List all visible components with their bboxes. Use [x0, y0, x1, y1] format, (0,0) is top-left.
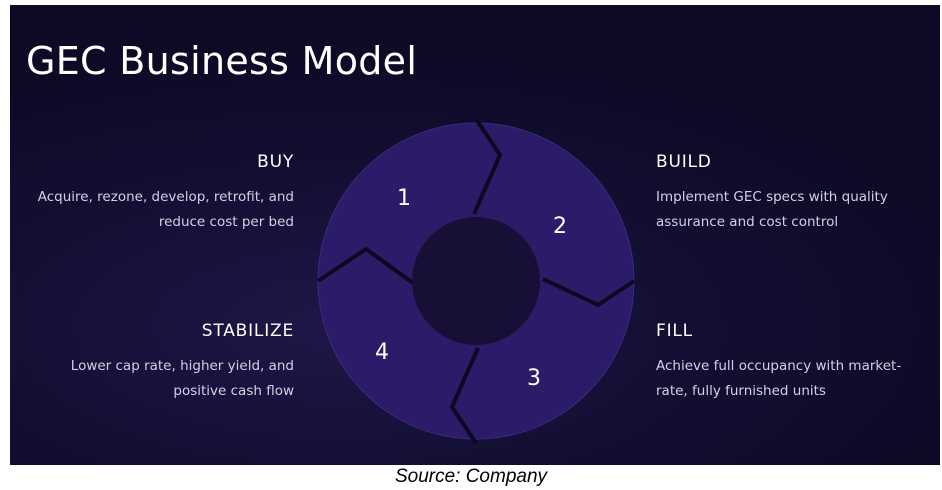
- step-description-buy: Acquire, rezone, develop, retrofit, and …: [14, 185, 294, 235]
- step-description-build: Implement GEC specs with quality assuran…: [656, 185, 936, 235]
- step-heading-stabilize: STABILIZE: [201, 321, 294, 341]
- cycle-diagram: 1 2 3 4: [316, 117, 636, 445]
- slide-title: GEC Business Model: [26, 39, 418, 83]
- step-description-build-line1: Implement GEC specs with quality: [656, 189, 888, 205]
- step-description-stabilize-line1: Lower cap rate, higher yield, and: [70, 358, 294, 374]
- step-description-build-line2: assurance and cost control: [656, 214, 839, 230]
- step-description-buy-line1: Acquire, rezone, develop, retrofit, and: [37, 189, 294, 205]
- source-caption: Source: Company: [394, 466, 548, 487]
- divider-buy-build: [472, 117, 503, 215]
- step-heading-fill: FILL: [656, 321, 693, 341]
- divider-fill-stabilize: [449, 347, 480, 445]
- step-description-buy-line2: reduce cost per bed: [158, 214, 294, 230]
- step-description-fill: Achieve full occupancy with market- rate…: [656, 354, 936, 404]
- step-description-stabilize: Lower cap rate, higher yield, and positi…: [14, 354, 294, 404]
- step-number-3: 3: [527, 366, 541, 391]
- step-number-2: 2: [553, 214, 567, 239]
- step-description-fill-line2: rate, fully furnished units: [656, 383, 826, 399]
- step-description-stabilize-line2: positive cash flow: [173, 383, 294, 399]
- cycle-hub: [412, 217, 540, 345]
- slide: GEC Business Model BUY Acquire, rezone, …: [10, 5, 940, 465]
- step-heading-build: BUILD: [656, 152, 712, 172]
- step-description-fill-line1: Achieve full occupancy with market-: [656, 358, 902, 374]
- step-number-1: 1: [397, 186, 411, 211]
- step-number-4: 4: [375, 340, 389, 365]
- divider-stabilize-buy: [316, 246, 415, 285]
- step-heading-buy: BUY: [257, 152, 294, 172]
- divider-build-fill: [542, 277, 636, 308]
